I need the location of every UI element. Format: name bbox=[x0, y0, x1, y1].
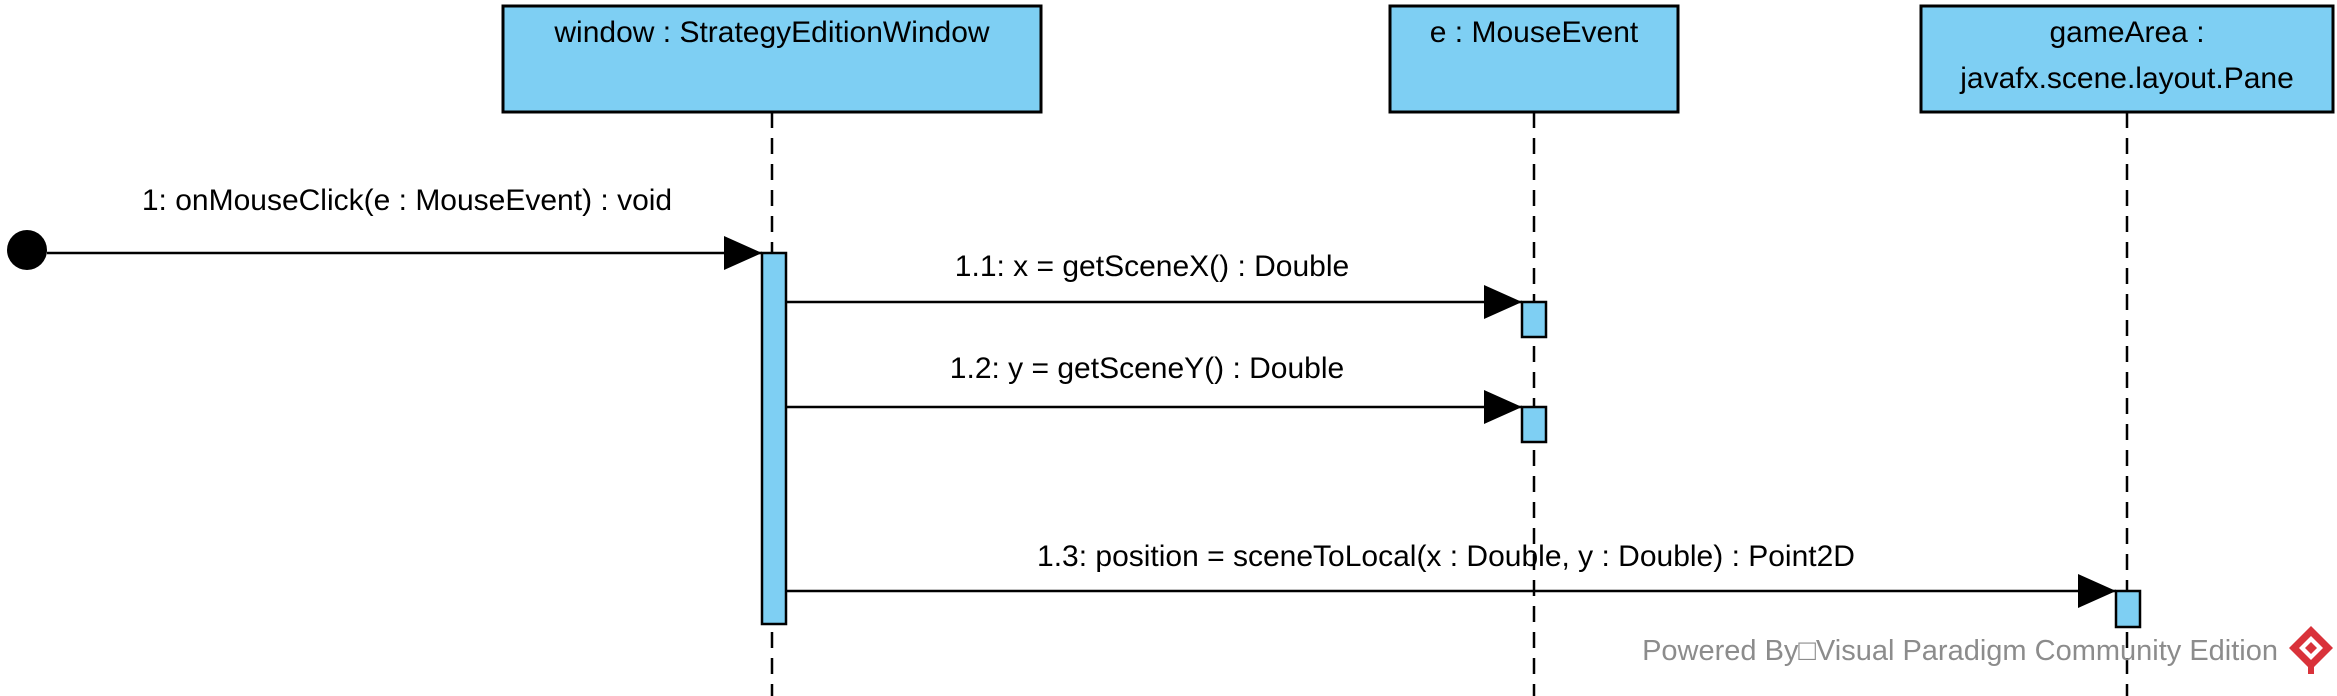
found-message-start-point[interactable] bbox=[7, 230, 47, 270]
message-1-label: 1: onMouseClick(e : MouseEvent) : void bbox=[142, 184, 672, 217]
activation-window[interactable] bbox=[760, 251, 788, 626]
lifeline-mouseevent-head[interactable] bbox=[1388, 4, 1680, 114]
lifeline-mouseevent[interactable]: e : MouseEvent bbox=[1388, 4, 1680, 696]
lifeline-window[interactable]: window : StrategyEditionWindow bbox=[501, 4, 1043, 696]
activation-gamearea[interactable] bbox=[2114, 589, 2142, 629]
lifeline-window-label: window : StrategyEditionWindow bbox=[553, 16, 990, 49]
visual-paradigm-logo-icon bbox=[2289, 626, 2333, 674]
lifeline-gamearea-label-line1: gameArea : bbox=[2049, 16, 2204, 49]
lifeline-window-head[interactable] bbox=[501, 4, 1043, 114]
lifeline-mouseevent-label: e : MouseEvent bbox=[1430, 16, 1639, 49]
message-1-1[interactable]: 1.1: x = getSceneX() : Double bbox=[786, 250, 1522, 319]
message-1-3-label: 1.3: position = sceneToLocal(x : Double,… bbox=[1037, 540, 1855, 573]
message-1-2-label: 1.2: y = getSceneY() : Double bbox=[950, 352, 1344, 385]
lifeline-gamearea-label-line2: javafx.scene.layout.Pane bbox=[1959, 62, 2294, 95]
activation-mouseevent-1[interactable] bbox=[1520, 300, 1548, 339]
activation-mouseevent-2[interactable] bbox=[1520, 405, 1548, 444]
message-1[interactable]: 1: onMouseClick(e : MouseEvent) : void bbox=[47, 184, 762, 270]
message-1-3[interactable]: 1.3: position = sceneToLocal(x : Double,… bbox=[786, 540, 2116, 608]
watermark-text: Powered By□Visual Paradigm Community Edi… bbox=[1642, 635, 2278, 667]
message-1-1-label: 1.1: x = getSceneX() : Double bbox=[955, 250, 1349, 283]
lifeline-gamearea[interactable]: gameArea : javafx.scene.layout.Pane bbox=[1919, 4, 2335, 696]
message-1-2[interactable]: 1.2: y = getSceneY() : Double bbox=[786, 352, 1522, 424]
watermark: Powered By□Visual Paradigm Community Edi… bbox=[1642, 626, 2333, 674]
